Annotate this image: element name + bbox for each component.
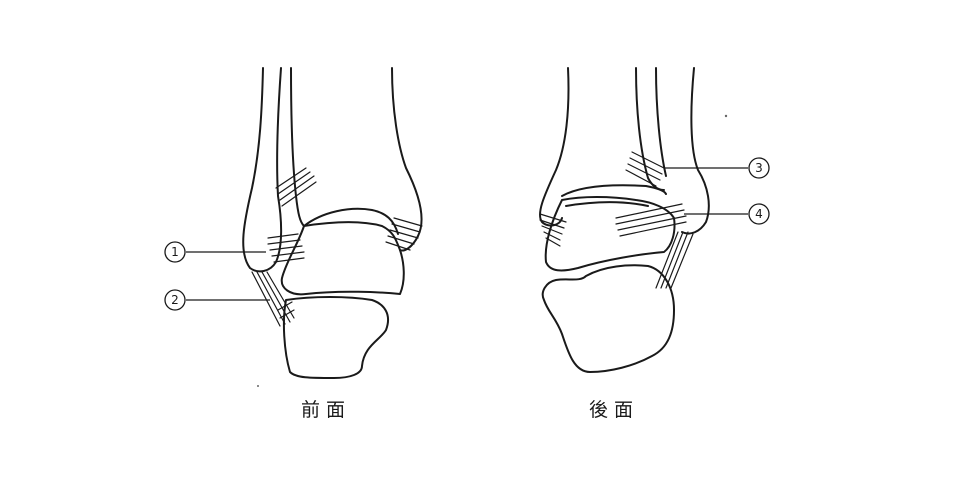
back-tibia-lateral-edge (635, 67, 665, 191)
front-view: 1 2 前面 (164, 67, 423, 421)
back-tibia-plafond (561, 184, 667, 197)
front-tibia-medial-edge (391, 67, 423, 252)
front-fibula (242, 67, 283, 273)
marker-2-circle (164, 289, 186, 311)
marker-2-label: 2 (171, 293, 179, 307)
marker-3-circle (748, 157, 770, 179)
marker-1-circle (164, 241, 186, 263)
front-view-label: 前面 (301, 399, 351, 421)
back-tibia-medial-edge (538, 67, 570, 227)
marker-3-label: 3 (755, 161, 763, 175)
scan-speck (257, 385, 259, 387)
back-deltoid-ligament (539, 213, 567, 247)
front-anterior-talofibular-ligament (267, 233, 305, 263)
marker-4-label: 4 (755, 207, 763, 221)
front-deltoid-ligament (385, 217, 423, 251)
back-posterior-tibiofibular-ligament (625, 151, 665, 187)
marker-4-circle (748, 203, 770, 225)
back-fibula (655, 67, 710, 235)
front-anterior-tibiofibular-ligament (275, 167, 317, 207)
back-calcaneus (541, 264, 675, 373)
front-calcaneofibular-ligament (251, 271, 295, 327)
back-view-label: 後面 (589, 399, 639, 421)
scan-speck (724, 114, 728, 118)
back-posterior-talofibular-ligament (615, 203, 687, 237)
marker-1-label: 1 (171, 245, 179, 259)
front-tibia-lateral-edge (290, 67, 305, 227)
back-view: 3 4 後面 (538, 67, 770, 421)
back-calcaneofibular-ligament (655, 231, 694, 289)
back-talus-articular-line (565, 201, 649, 207)
front-calcaneus (282, 296, 390, 379)
back-talus (544, 196, 676, 272)
front-talus (280, 221, 405, 296)
front-tibia-plafond (303, 207, 399, 235)
